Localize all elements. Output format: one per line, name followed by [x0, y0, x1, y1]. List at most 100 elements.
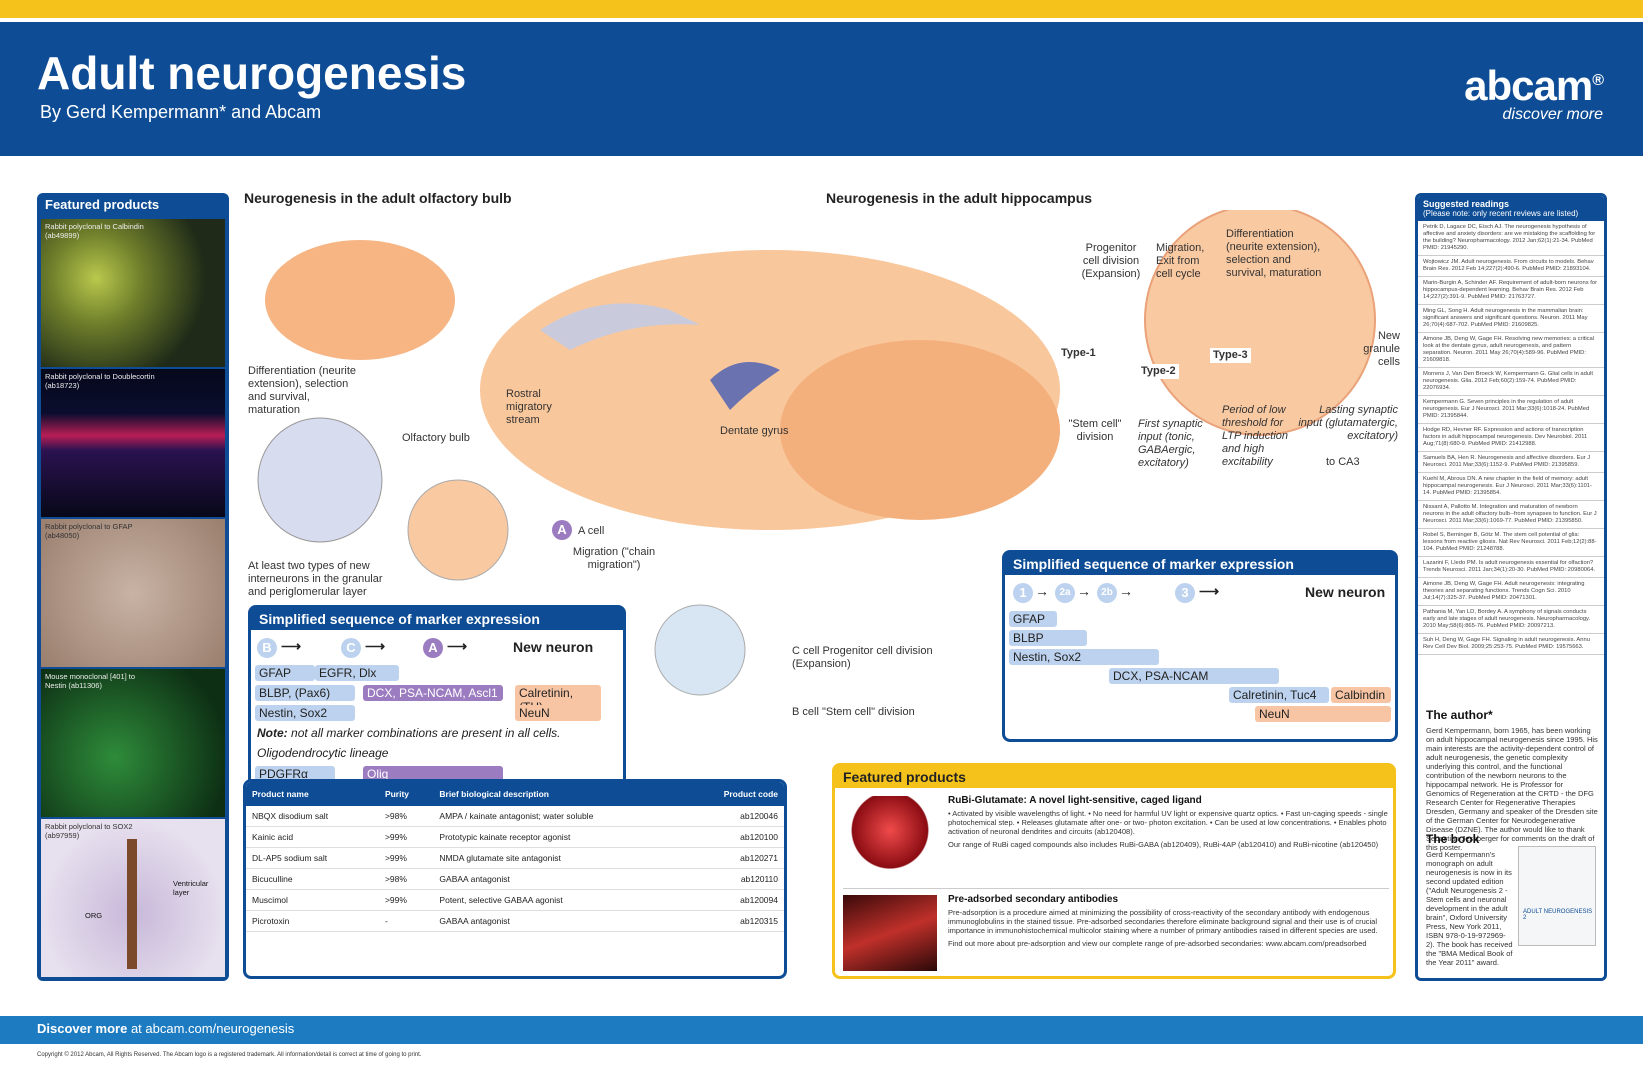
rubi-section: RuBi-Glutamate: A novel light-sensitive,… [843, 796, 1389, 880]
product-table: Product name Purity Brief biological des… [243, 779, 787, 979]
author-text: Gerd Kempermann, born 1965, has been wor… [1426, 726, 1598, 852]
pill-blbp: BLBP [1009, 630, 1087, 646]
rubi-bullets: • Activated by visible wavelengths of li… [948, 809, 1388, 836]
olfactory-bulb-shape [265, 240, 455, 360]
seq-arrow: ⟶ [365, 638, 386, 654]
seq-arrow: → [1119, 583, 1133, 599]
reading-item: Kuehl M, Abrous DN. A new chapter in the… [1418, 473, 1604, 501]
reading-item: Nissant A, Pallotto M. Integration and m… [1418, 501, 1604, 529]
cell: GABAA antagonist [433, 868, 684, 890]
right-column: Suggested readings(Please note: only rec… [1415, 193, 1607, 981]
cell: >99% [378, 889, 434, 911]
header-banner: Adult neurogenesis By Gerd Kempermann* a… [0, 22, 1643, 156]
hippocampus-title: Neurogenesis in the adult hippocampus [826, 190, 1093, 206]
calbindin-image: Rabbit polyclonal to Calbindin (ab49899) [41, 219, 225, 367]
olf-new-neuron: New neuron [513, 639, 594, 655]
book-title: The book [1426, 832, 1480, 846]
rostral-stream-label: Rostral migratory stream [506, 388, 552, 426]
cell: Bicuculline [246, 868, 379, 890]
cell: ab120100 [683, 826, 784, 848]
lasting-synaptic-label: Lasting synaptic input (glutamatergic, e… [1298, 404, 1398, 442]
cell: Kainic acid [246, 826, 379, 848]
cell: ab120110 [683, 868, 784, 890]
olfactory-zoom-circle [257, 417, 383, 543]
reading-item: Wojtowicz JM. Adult neurogenesis. From c… [1418, 256, 1604, 277]
reading-item: Aimone JB, Deng W, Gage FH. Resolving ne… [1418, 333, 1604, 368]
ventricle-shape [540, 303, 700, 350]
seq-arrow: ⟶ [1199, 583, 1220, 599]
rubi-text: RuBi-Glutamate: A novel light-sensitive,… [948, 796, 1389, 850]
readings-header: Suggested readings(Please note: only rec… [1418, 196, 1604, 221]
seq-arrow: ⟶ [281, 638, 302, 654]
book-cover-image: ADULT NEUROGENESIS 2 [1518, 846, 1596, 946]
seq-2a: 2a [1055, 583, 1075, 603]
col-description: Brief biological description [433, 782, 684, 806]
chain-migration-label: Migration ("chain migration") [572, 546, 656, 571]
reading-item: Pathania M, Yan LD, Bordey A. A symphony… [1418, 606, 1604, 634]
cell: >99% [378, 847, 434, 869]
pill-calretinin: Calretinin, Tuc4 [1229, 687, 1329, 703]
reading-item: Lazarini F, Lledo PM. Is adult neurogene… [1418, 557, 1604, 578]
table-row: DL-AP5 sodium salt>99%NMDA glutamate sit… [246, 847, 784, 869]
cell: - [378, 910, 434, 932]
cerebellum-shape [780, 340, 1060, 520]
dentate-gyrus-label: Dentate gyrus [720, 425, 789, 437]
type3-label: Type-3 [1210, 348, 1251, 363]
featured-left-heading: Featured products [45, 197, 160, 212]
pill-calbindin: Calbindin [1331, 687, 1391, 703]
hc-marker-box: Simplified sequence of marker expression… [1002, 550, 1398, 742]
reading-item: Robel S, Berninger B, Götz M. The stem c… [1418, 529, 1604, 557]
logo-reg: ® [1592, 72, 1604, 89]
readings-title: Suggested readings [1423, 199, 1510, 209]
reading-item: Petrik D, Lagace DC, Eisch AJ. The neuro… [1418, 221, 1604, 256]
image-caption: Rabbit polyclonal to GFAP (ab48050) [45, 522, 133, 540]
table-row: NBQX disodium salt>98%AMPA / kainate ant… [246, 806, 784, 827]
pill-dcx: DCX, PSA-NCAM [1109, 668, 1279, 684]
pill-egfr: EGFR, Dlx [315, 665, 399, 681]
reading-item: Marin-Burgin A, Schinder AF. Requirement… [1418, 277, 1604, 305]
cell: ab120046 [683, 806, 784, 827]
olf-marker-title: Simplified sequence of marker expression [251, 608, 623, 630]
table-row: Muscimol>99%Potent, selective GABAA agon… [246, 889, 784, 911]
pre-more-link[interactable]: Find out more about pre-adsorption and v… [948, 939, 1367, 948]
copyright: Copyright © 2012 Abcam, All Rights Reser… [37, 1052, 422, 1058]
hc-new-neuron: New neuron [1305, 584, 1386, 600]
logo-name: abcam [1464, 62, 1593, 109]
table-header-row: Product name Purity Brief biological des… [246, 782, 784, 806]
a-cell-label: A cell [578, 525, 605, 537]
cell: NMDA glutamate site antagonist [433, 847, 684, 869]
ruby-gem-image [843, 796, 937, 872]
cell: Picrotoxin [246, 910, 379, 932]
author-title: The author* [1426, 708, 1493, 722]
featured-products-left: Featured products Rabbit polyclonal to C… [37, 193, 229, 981]
stem-division-label: "Stem cell" division [1068, 418, 1122, 443]
pill-blbp: BLBP, (Pax6) [255, 685, 355, 701]
pill-neun: NeuN [515, 705, 601, 721]
cell: ab120271 [683, 847, 784, 869]
olf-marker-box: Simplified sequence of marker expression… [248, 605, 626, 793]
olig-lineage: Oligodendrocytic lineage [257, 746, 389, 760]
cell: GABAA antagonist [433, 910, 684, 932]
reference-list: Petrik D, Lagace DC, Eisch AJ. The neuro… [1418, 221, 1604, 655]
new-granule-label: New granule cells [1363, 330, 1400, 368]
migration-zoom-circle [407, 479, 509, 581]
interneurons-label: At least two types of new interneurons i… [248, 560, 383, 598]
top-stripe [0, 0, 1643, 18]
book-cover-title: ADULT NEUROGENESIS 2 [1523, 909, 1593, 921]
brain-diagram [257, 210, 1376, 696]
seq-3: 3 [1175, 583, 1195, 603]
type1-label: Type-1 [1058, 346, 1099, 361]
cell: AMPA / kainate antagonist; water soluble [433, 806, 684, 827]
olfactory-title: Neurogenesis in the adult olfactory bulb [244, 190, 512, 206]
cell: >99% [378, 826, 434, 848]
hc-differentiation-label: Differentiation (neurite extension), sel… [1226, 228, 1322, 279]
seq-b: B [257, 638, 277, 658]
b-cell-label: B cell "Stem cell" division [792, 706, 915, 718]
footer-url[interactable]: at abcam.com/neurogenesis [130, 1021, 295, 1036]
note-text: not all marker combinations are present … [291, 726, 561, 740]
pill-pdgfr: PDGFRα [255, 766, 335, 782]
table-row: Kainic acid>99%Prototypic kainate recept… [246, 826, 784, 848]
note-bold: Note: [257, 726, 288, 740]
doublecortin-image: Rabbit polyclonal to Doublecortin (ab187… [41, 369, 225, 517]
